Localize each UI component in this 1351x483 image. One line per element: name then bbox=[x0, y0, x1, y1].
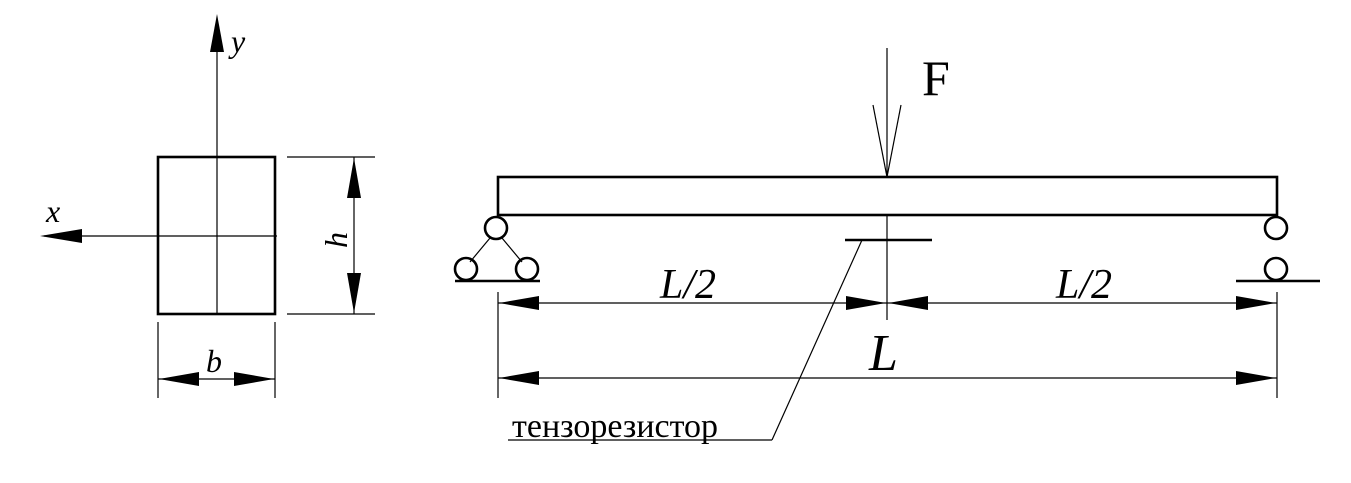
left-support-roller-left bbox=[453, 256, 479, 282]
width-arrow-right bbox=[234, 372, 274, 386]
half-span-right-arrow-start bbox=[888, 296, 928, 310]
height-label: h bbox=[318, 232, 354, 248]
half-span-left-label: L/2 bbox=[659, 262, 716, 308]
beam-assembly: F тензорезистор L/2 bbox=[453, 48, 1320, 445]
beam-body bbox=[496, 175, 1279, 217]
force-label: F bbox=[922, 50, 950, 106]
width-arrow-left bbox=[159, 372, 199, 386]
left-support-roller-right bbox=[514, 256, 540, 282]
force-arrowhead-right bbox=[886, 104, 902, 178]
force-arrow bbox=[872, 48, 902, 178]
x-axis-arrow bbox=[40, 229, 82, 243]
section-rectangle bbox=[156, 155, 277, 316]
right-support-roller bbox=[1263, 256, 1289, 282]
left-support bbox=[453, 215, 540, 283]
half-span-left-arrow-start bbox=[499, 296, 539, 310]
height-arrow-top bbox=[347, 158, 361, 198]
half-span-right-label: L/2 bbox=[1055, 262, 1112, 308]
right-support bbox=[1236, 215, 1320, 283]
half-span-left-arrow-end bbox=[846, 296, 886, 310]
gauge-leader-line bbox=[771, 239, 863, 441]
right-support-hinge bbox=[1263, 215, 1289, 241]
y-axis-label: y bbox=[228, 23, 246, 59]
cross-section: y x h b bbox=[40, 14, 375, 398]
left-support-strut-left bbox=[469, 237, 491, 263]
height-arrow-bottom bbox=[347, 273, 361, 313]
gauge-label: тензорезистор bbox=[512, 408, 718, 445]
left-support-strut-right bbox=[501, 237, 523, 263]
y-axis-arrow bbox=[210, 14, 224, 52]
x-axis-label: x bbox=[45, 193, 60, 229]
span-label: L bbox=[868, 325, 898, 382]
force-arrowhead-left bbox=[872, 104, 888, 178]
left-support-hinge bbox=[483, 215, 509, 241]
half-span-right-arrow-end bbox=[1236, 296, 1276, 310]
span-arrow-right bbox=[1236, 371, 1276, 385]
span-arrow-left bbox=[499, 371, 539, 385]
width-label: b bbox=[206, 343, 222, 379]
